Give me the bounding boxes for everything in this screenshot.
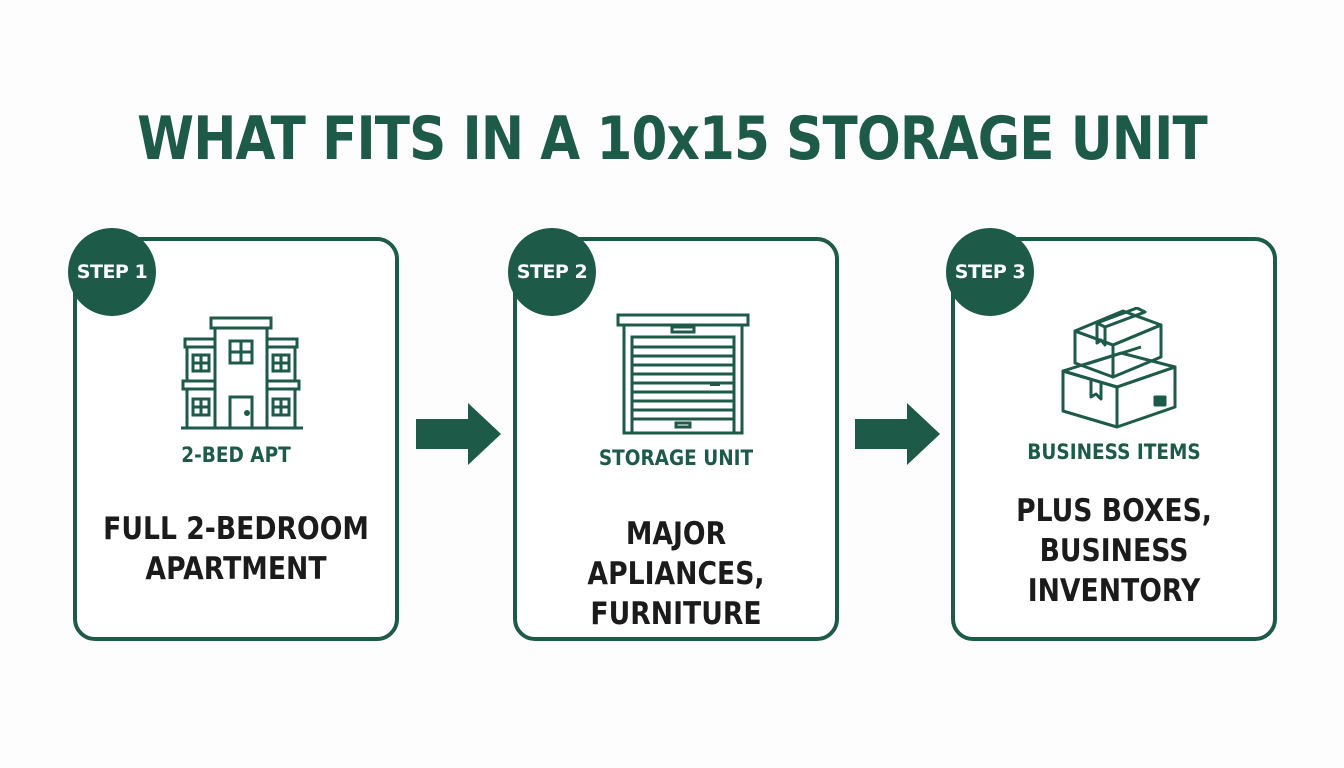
right-arrow-icon [855, 403, 941, 469]
step-1-description-line: APARTMENT [145, 551, 327, 587]
step-3-description: PLUS BOXES, BUSINESS INVENTORY [977, 491, 1250, 611]
step-3-icon-label: BUSINESS ITEMS [1027, 440, 1201, 464]
stacked-boxes-icon [1061, 306, 1177, 435]
apartment-building-icon [181, 315, 303, 435]
step-2-badge: STEP 2 [508, 228, 596, 316]
step-3-badge: STEP 3 [946, 228, 1034, 316]
step-3-description-line: PLUS BOXES, [1016, 493, 1212, 529]
page-title: WHAT FITS IN A 10x15 STORAGE UNIT [137, 104, 1207, 174]
step-2-card: STORAGE UNIT MAJOR APLIANCES, FURNITURE [513, 237, 839, 641]
step-2-description-line: FURNITURE [590, 596, 762, 632]
right-arrow-icon [416, 403, 502, 469]
storage-unit-door-icon [616, 313, 750, 439]
step-1-badge: STEP 1 [68, 228, 156, 316]
step-1-description: FULL 2-BEDROOM APARTMENT [99, 509, 372, 589]
step-3-description-line: BUSINESS [1039, 533, 1189, 569]
step-1-icon-label: 2-BED APT [181, 443, 291, 467]
step-2-icon-label: STORAGE UNIT [598, 446, 754, 470]
step-1-description-line: FULL 2-BEDROOM [103, 511, 369, 547]
step-2-description: MAJOR APLIANCES, FURNITURE [539, 514, 812, 634]
step-2-description-line: MAJOR APLIANCES, [587, 516, 765, 592]
step-3-description-line: INVENTORY [1027, 573, 1201, 609]
